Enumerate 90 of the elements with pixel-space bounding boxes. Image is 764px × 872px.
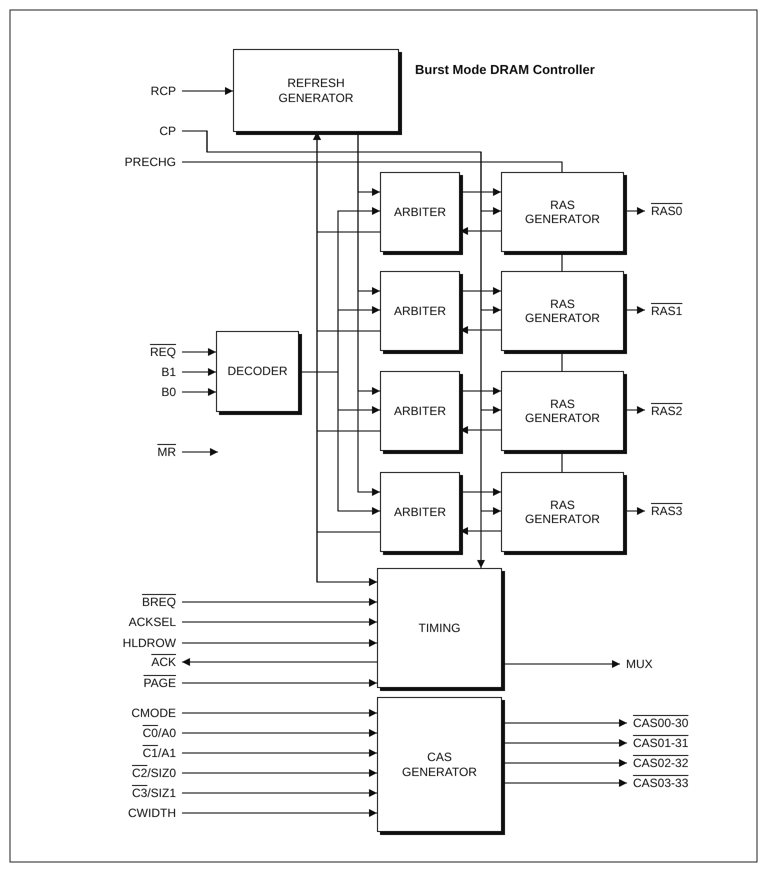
signal-arrow (182, 809, 377, 817)
signal-label: C1/A1 (142, 746, 182, 760)
signal-label: RAS1 (645, 304, 682, 318)
signal-label: CAS03-33 (627, 776, 688, 790)
signal-arrow (502, 739, 627, 747)
signal-label: RAS3 (645, 504, 682, 518)
signal-arrow (182, 598, 377, 606)
signal-arrow (182, 639, 377, 647)
signal-label: CAS02-32 (627, 756, 688, 770)
signal-label: PAGE (144, 676, 182, 690)
block-box (380, 271, 460, 351)
signal-label: REQ (150, 345, 182, 359)
signal-label: BREQ (142, 595, 182, 609)
signal-arrow (502, 719, 627, 727)
block-label: TIMING (418, 620, 460, 636)
signal-label: RAS0 (645, 204, 682, 218)
signal-label: C2/SIZ0 (132, 766, 182, 780)
signal-arrow (182, 679, 377, 687)
signal-label: PRECHG (124, 155, 182, 169)
block-box (377, 697, 502, 832)
signal-arrow (460, 227, 501, 235)
signal-arrow (357, 132, 380, 496)
signal-label: C0/A0 (142, 726, 182, 740)
block-label: RAS GENERATOR (524, 396, 601, 426)
block-box (501, 472, 624, 552)
signal-arrow (182, 87, 233, 95)
signal-arrow (182, 658, 377, 666)
signal-label: CAS00-30 (627, 716, 688, 730)
signal-arrow (460, 488, 501, 496)
signal-arrow (460, 287, 501, 295)
signal-arrow (624, 406, 645, 414)
block-label: ARBITER (394, 304, 446, 318)
signal-arrow (182, 130, 485, 568)
signal-label: B0 (161, 385, 182, 399)
signal-arrow (182, 348, 216, 356)
block-box (501, 371, 624, 451)
signal-label: CP (159, 124, 182, 138)
signal-arrow (460, 426, 501, 434)
signal-arrow (182, 388, 216, 396)
signal-label: C3/SIZ1 (132, 786, 182, 800)
signal-arrow (182, 618, 377, 626)
signal-label: B1 (161, 365, 182, 379)
signal-arrow (624, 306, 645, 314)
signal-label: CWIDTH (128, 806, 182, 820)
signal-arrow (460, 188, 501, 196)
block-box (233, 49, 399, 132)
block-box (501, 172, 624, 252)
signal-label: ACK (151, 655, 182, 669)
signal-arrow (182, 769, 377, 777)
signal-arrow (182, 368, 216, 376)
block-label: ARBITER (394, 504, 446, 520)
block-label: CAS GENERATOR (401, 750, 478, 779)
block-label: DECODER (227, 364, 288, 379)
block-label: REFRESH GENERATOR (278, 76, 354, 105)
signal-arrow (502, 660, 620, 668)
block-box (377, 568, 502, 688)
signal-arrow (182, 709, 377, 717)
signal-label: CMODE (131, 706, 182, 720)
block-label: ARBITER (394, 204, 446, 220)
block-box (380, 172, 460, 252)
block-box (501, 271, 624, 351)
signal-arrow (182, 749, 377, 757)
signal-arrow (460, 527, 501, 535)
block-box (380, 472, 460, 552)
signal-label: MUX (620, 657, 653, 671)
signal-line (182, 161, 563, 172)
diagram-title: Burst Mode DRAM Controller (415, 62, 595, 77)
block-label: RAS GENERATOR (524, 498, 601, 526)
block-box (380, 371, 460, 451)
signal-arrow (182, 448, 218, 456)
signal-arrow (624, 507, 645, 515)
signal-label: HLDROW (122, 636, 182, 650)
block-label: RAS GENERATOR (524, 198, 601, 226)
block-label: RAS GENERATOR (524, 296, 601, 326)
block-box (216, 331, 299, 412)
signal-arrow (624, 207, 645, 215)
signal-arrow (182, 729, 377, 737)
signal-arrow (460, 326, 501, 334)
signal-label: MR (157, 445, 182, 459)
signal-label: ACKSEL (128, 615, 182, 629)
signal-arrow (316, 531, 380, 586)
signal-label: RAS2 (645, 404, 682, 418)
signal-line (561, 451, 563, 472)
signal-arrow (182, 789, 377, 797)
block-label: ARBITER (394, 404, 446, 418)
signal-arrow (502, 759, 627, 767)
signal-label: RCP (150, 84, 182, 98)
signal-arrow (502, 779, 627, 787)
signal-label: CAS01-31 (627, 736, 688, 750)
signal-arrow (460, 387, 501, 395)
